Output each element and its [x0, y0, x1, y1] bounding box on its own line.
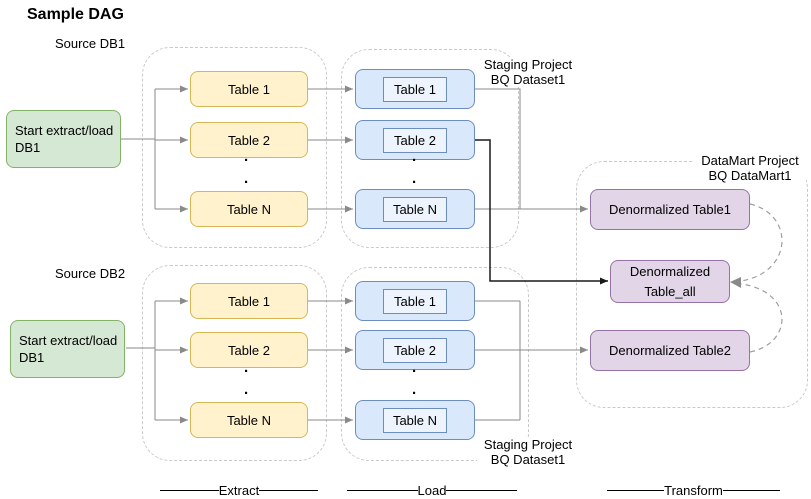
- staging-project-label-lower: Staging Project BQ Dataset1: [477, 437, 579, 467]
- ellipsis-dot: .: [412, 148, 417, 165]
- ellipsis-dot: .: [244, 359, 249, 376]
- start-node-db2-line2: DB1: [19, 350, 45, 365]
- table-all-line1: Denormalized: [629, 263, 711, 279]
- load-table-inner: Table 1: [383, 76, 447, 102]
- ellipsis-dot: .: [412, 359, 417, 376]
- start-node-db2-line1: Start extract/load: [19, 333, 118, 348]
- stage-line: [160, 489, 219, 491]
- load-table-node: Table 1: [355, 281, 475, 321]
- stage-load-label: Load: [417, 482, 447, 498]
- staging-label-line2: BQ Dataset1: [490, 452, 566, 467]
- extract-table-node: Table N: [190, 402, 308, 438]
- load-table-node: Table 2: [355, 120, 475, 160]
- extract-table-node: Table N: [190, 191, 308, 227]
- ellipsis-dot: .: [244, 381, 249, 398]
- load-table-inner: Table 2: [383, 127, 447, 153]
- ellipsis-dot: .: [412, 170, 417, 187]
- load-table-label: Table N: [392, 412, 438, 428]
- page-title: Sample DAG: [27, 6, 124, 23]
- stage-line: [259, 489, 318, 491]
- extract-group-db1: [142, 47, 327, 248]
- load-table-node: Table N: [355, 400, 475, 440]
- ellipsis-dot: .: [412, 381, 417, 398]
- load-table-inner: Table N: [383, 196, 447, 222]
- datamart-project-label: DataMart Project BQ DataMart1: [694, 153, 806, 183]
- stage-line: [446, 489, 518, 491]
- load-table-inner: Table 1: [383, 288, 447, 314]
- denormalized-table-all-node: Denormalized Table_all: [610, 260, 730, 303]
- load-table-inner: Table N: [383, 407, 447, 433]
- load-table-label: Table 2: [394, 132, 436, 148]
- denormalized-table1-node: Denormalized Table1: [590, 189, 750, 230]
- load-table-label: Table 2: [394, 342, 436, 358]
- ellipsis-dot: .: [244, 148, 249, 165]
- extract-table-node: Table 2: [190, 332, 308, 368]
- start-node-db1: Start extract/load DB1: [6, 110, 121, 168]
- load-table-label: Table 1: [394, 293, 436, 309]
- table-all-line2: Table_all: [644, 283, 696, 299]
- extract-table-node: Table 1: [190, 71, 308, 107]
- stage-transform: Transform: [607, 482, 780, 498]
- stage-line: [607, 489, 665, 491]
- staging-project-label-upper: Staging Project BQ Dataset1: [477, 57, 579, 87]
- extract-table-node: Table 1: [190, 283, 308, 319]
- load-table-node: Table 2: [355, 330, 475, 370]
- stage-extract-label: Extract: [218, 482, 260, 498]
- start-node-db2: Start extract/load DB1: [10, 320, 125, 378]
- ellipsis-dot: .: [244, 170, 249, 187]
- staging-label-line1: Staging Project: [483, 437, 573, 452]
- load-group-db2: [341, 267, 529, 461]
- datamart-label-line1: DataMart Project: [701, 153, 799, 168]
- start-node-db1-line2: DB1: [15, 140, 41, 155]
- load-table-node: Table N: [355, 189, 475, 229]
- extract-group-db2: [142, 265, 327, 461]
- load-table-label: Table 1: [394, 81, 436, 97]
- load-table-node: Table 1: [355, 69, 475, 109]
- load-table-label: Table N: [392, 201, 438, 217]
- stage-extract: Extract: [160, 482, 318, 498]
- source-db1-label: Source DB1: [40, 36, 140, 51]
- datamart-group: [576, 161, 808, 408]
- stage-line: [347, 489, 418, 491]
- stage-load: Load: [347, 482, 518, 498]
- datamart-label-line2: BQ DataMart1: [708, 168, 792, 183]
- stage-line: [722, 489, 780, 491]
- staging-label-line2: BQ Dataset1: [490, 72, 566, 87]
- staging-label-line1: Staging Project: [483, 57, 573, 72]
- start-node-db1-line1: Start extract/load: [15, 123, 114, 138]
- extract-table-node: Table 2: [190, 122, 308, 158]
- stage-transform-label: Transform: [664, 482, 723, 498]
- source-db2-label: Source DB2: [40, 266, 140, 281]
- denormalized-table2-node: Denormalized Table2: [590, 330, 750, 371]
- load-table-inner: Table 2: [383, 337, 447, 363]
